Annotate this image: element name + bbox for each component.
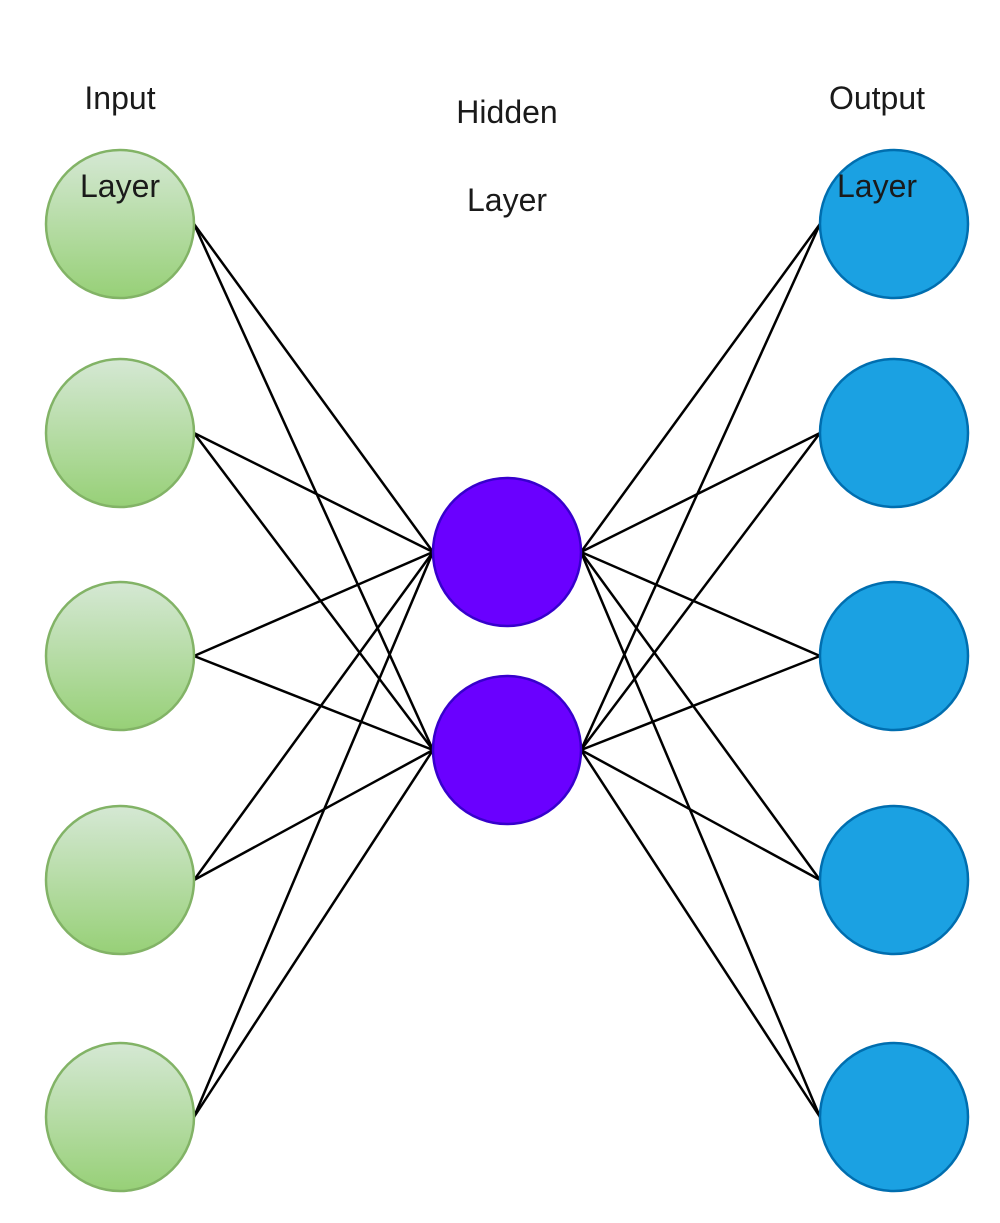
output-layer-label-line2: Layer	[836, 168, 918, 204]
output-neuron-3	[818, 580, 970, 732]
connection-input-3-hidden-2	[193, 654, 434, 752]
input-neuron-3	[44, 580, 196, 732]
output-neuron-2	[818, 357, 970, 509]
connection-input-2-hidden-2	[193, 432, 434, 751]
connection-input-3-hidden-1	[193, 550, 434, 658]
connection-input-4-hidden-2	[193, 748, 434, 882]
connection-hidden-1-output-1	[579, 223, 822, 553]
hidden-layer-label-line1: Hidden	[456, 94, 558, 130]
connection-hidden-2-output-5	[579, 749, 822, 1118]
input-neuron-2	[44, 357, 196, 509]
connection-hidden-2-output-3	[580, 654, 821, 752]
input-neuron-4	[44, 804, 196, 956]
output-layer-label-line1: Output	[828, 80, 926, 116]
hidden-layer-label-line2: Layer	[466, 182, 548, 218]
input-layer-label-line1: Input	[84, 80, 156, 116]
connection-input-5-hidden-1	[192, 551, 435, 1118]
output-neuron-4	[818, 804, 970, 956]
input-layer-label-line2: Layer	[79, 168, 161, 204]
connection-hidden-1-output-2	[580, 431, 821, 554]
neurons	[44, 148, 970, 1193]
connection-input-1-hidden-1	[192, 223, 435, 553]
connection-hidden-2-output-1	[579, 223, 822, 751]
hidden-neuron-1	[431, 476, 583, 628]
connection-input-4-hidden-1	[192, 551, 435, 881]
input-neuron-1	[44, 148, 196, 300]
input-neuron-5	[44, 1041, 196, 1193]
hidden-layer-label: Hidden Layer	[407, 46, 607, 266]
output-neuron-5	[818, 1041, 970, 1193]
connection-hidden-1-output-4	[579, 551, 822, 881]
connection-hidden-2-output-2	[580, 432, 821, 751]
connection-input-2-hidden-1	[193, 431, 434, 554]
output-neuron-1	[818, 148, 970, 300]
connection-input-1-hidden-2	[192, 223, 435, 751]
input-layer-label: Input Layer	[20, 32, 220, 252]
connections	[192, 223, 822, 1118]
connection-hidden-1-output-3	[580, 550, 821, 658]
output-layer-label: Output Layer	[777, 32, 977, 252]
connection-hidden-2-output-4	[580, 748, 821, 882]
hidden-neuron-2	[431, 674, 583, 826]
connection-input-5-hidden-2	[192, 749, 435, 1118]
connection-hidden-1-output-5	[579, 551, 822, 1118]
